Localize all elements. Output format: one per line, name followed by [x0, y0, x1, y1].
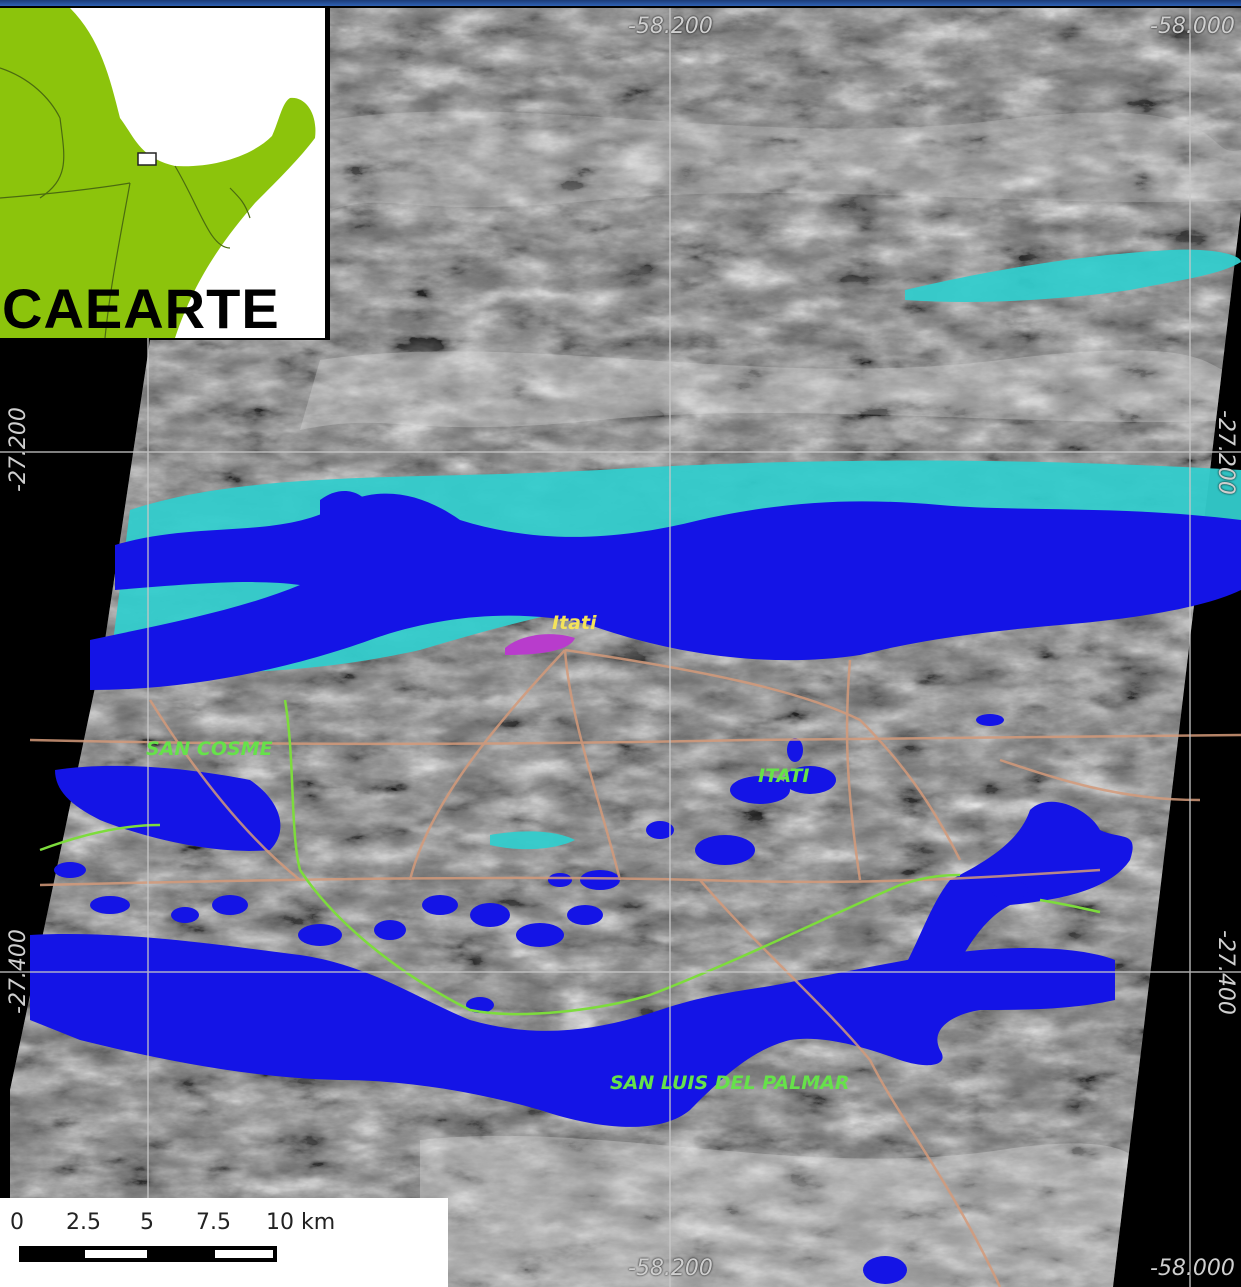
latitude-label-upper-right: -27.200: [1213, 410, 1238, 495]
scale-tick-0: 0: [10, 1210, 24, 1235]
latitude-label-lower-left: -27.400: [6, 929, 31, 1014]
top-border: [0, 0, 1241, 6]
water-bodies: [30, 490, 1241, 1284]
latitude-label-lower-right: -27.400: [1213, 930, 1238, 1015]
urban-area-itati: [505, 634, 575, 655]
scale-tick-7-5: 7.5: [196, 1210, 231, 1235]
longitude-label-top-left: -58.200: [628, 14, 713, 39]
place-label-san-luis-del-palmar: SAN LUIS DEL PALMAR: [610, 1072, 850, 1094]
place-label-san-cosme: SAN COSME: [146, 738, 273, 760]
place-label-itati-town: Itati: [552, 612, 597, 634]
scale-bar: 0 2.5 5 7.5 10 km: [0, 1198, 448, 1287]
inset-locator-map: CAEARTE: [0, 8, 325, 338]
scale-tick-5: 5: [140, 1210, 154, 1235]
inset-region-label: CAEARTE: [2, 277, 280, 338]
scale-bar-graphic: [19, 1246, 277, 1262]
place-label-itati-department: ITATI: [758, 765, 810, 787]
inset-map-shape: [0, 8, 316, 338]
longitude-label-top-right: -58.000: [1150, 14, 1235, 39]
scale-tick-10-km: 10 km: [266, 1210, 336, 1235]
inset-locator-box: [137, 152, 157, 166]
scale-tick-2-5: 2.5: [66, 1210, 101, 1235]
latitude-label-upper-left: -27.200: [6, 407, 31, 492]
longitude-label-bottom-right: -58.000: [1150, 1256, 1235, 1281]
longitude-label-bottom-left: -58.200: [628, 1256, 713, 1281]
department-boundaries: [39, 699, 1101, 1016]
